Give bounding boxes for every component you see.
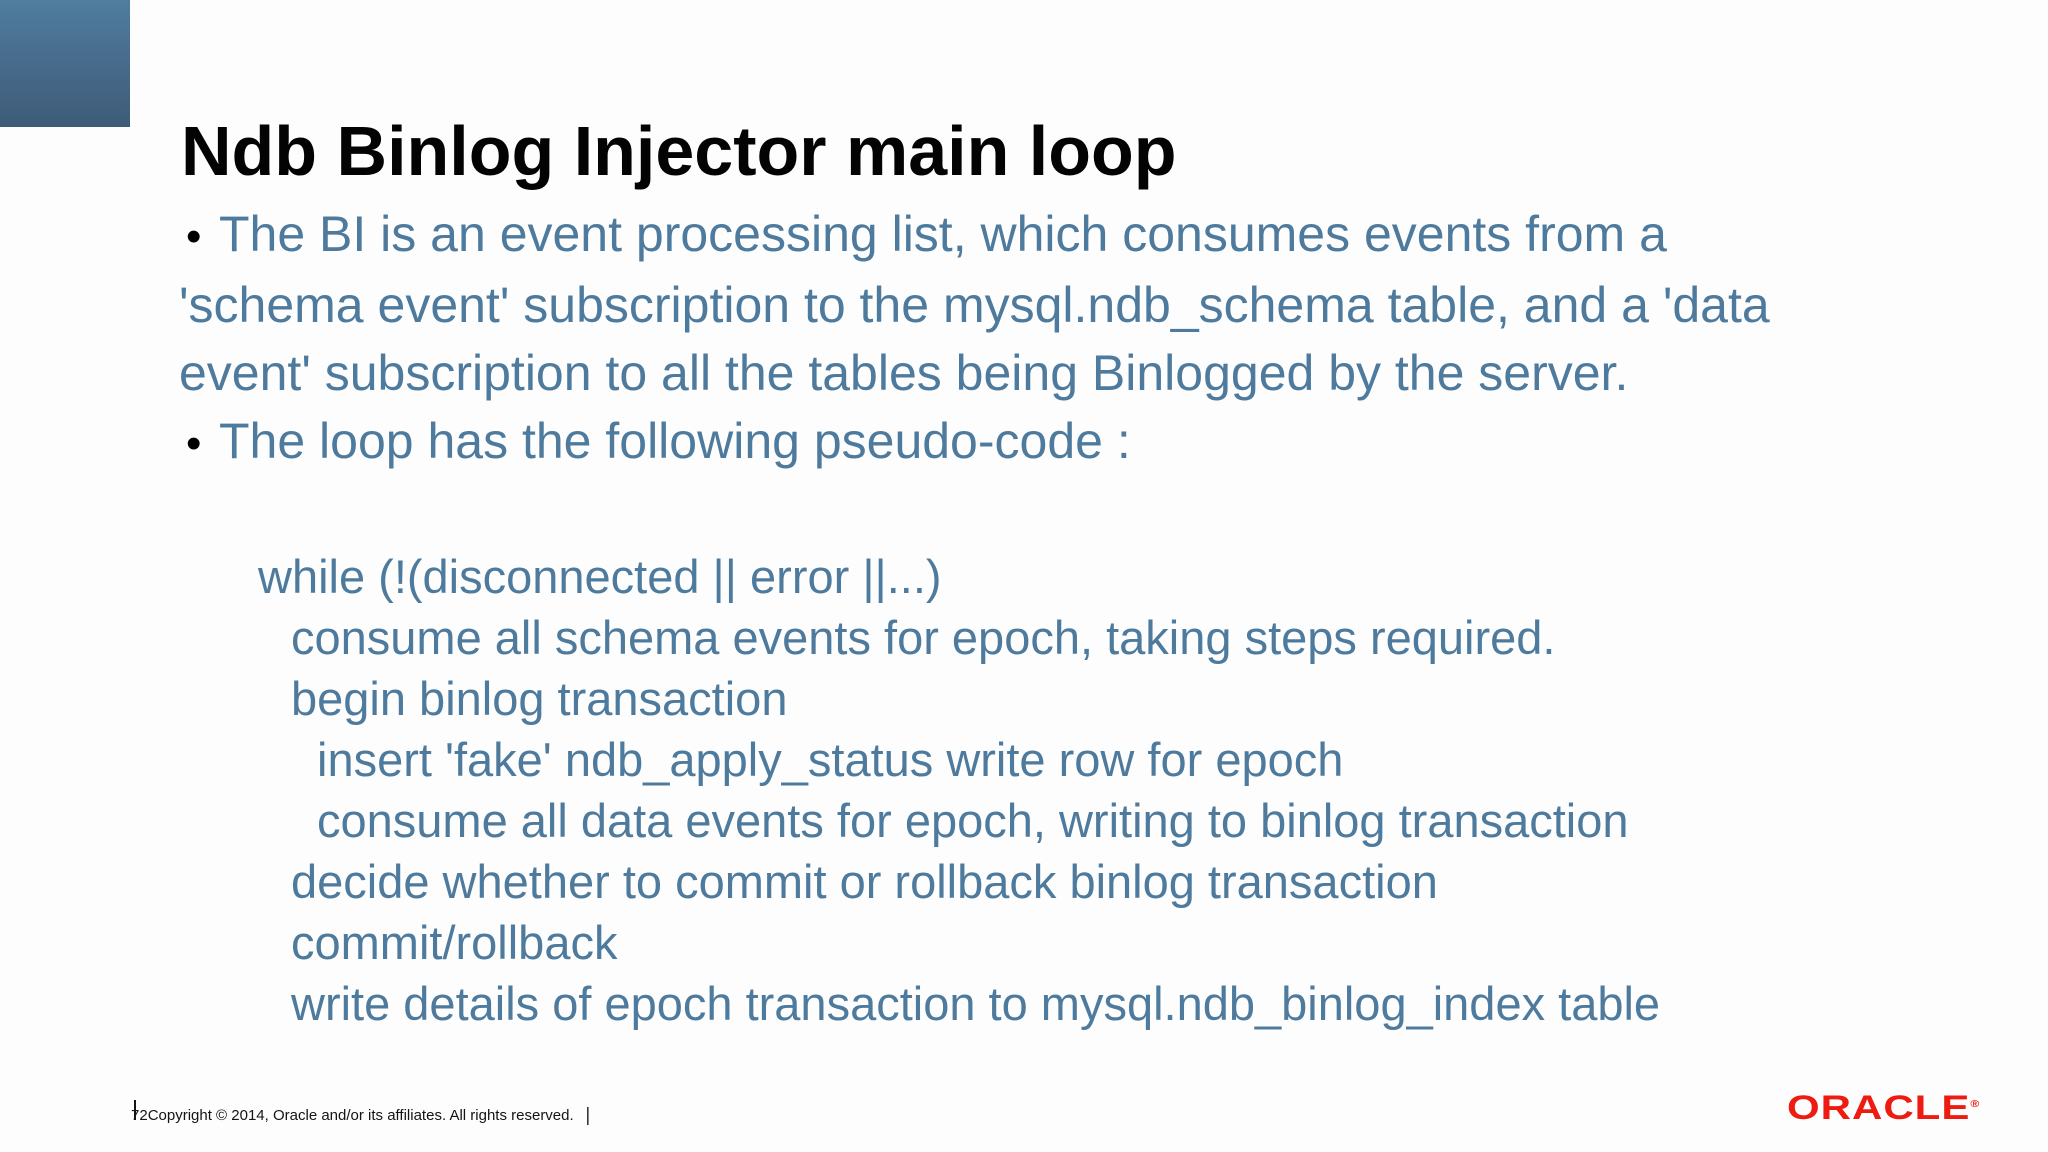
footer-separator-bar: | — [585, 1103, 591, 1126]
code-line-while: while (!(disconnected || error ||...) — [258, 550, 942, 603]
oracle-logo-text: ORACLE — [1787, 1088, 1971, 1127]
code-line-consume-schema: consume all schema events for epoch, tak… — [291, 611, 1556, 664]
pseudo-code-block: while (!(disconnected || error ||...) co… — [258, 546, 1660, 1034]
caret-mark — [134, 1100, 136, 1120]
code-line-decide-commit: decide whether to commit or rollback bin… — [291, 855, 1438, 908]
bullet-marker: • — [186, 419, 202, 468]
copyright-text: Copyright © 2014, Oracle and/or its affi… — [147, 1107, 574, 1124]
slide-page-number: 72 — [131, 1107, 148, 1124]
bullet-item-1-line-2: 'schema event' subscription to the mysql… — [179, 271, 1770, 339]
bullet-item-1-text-3: event' subscription to all the tables be… — [179, 345, 1629, 401]
code-line-write-details: write details of epoch transaction to my… — [291, 977, 1661, 1030]
code-line-consume-data: consume all data events for epoch, writi… — [317, 794, 1629, 847]
code-line-commit-rollback: commit/rollback — [291, 916, 618, 969]
bullet-item-2-line-1: • The loop has the following pseudo-code … — [179, 407, 1770, 478]
slide-title: Ndb Binlog Injector main loop — [181, 111, 1177, 190]
bullet-marker: • — [186, 212, 202, 261]
bullet-list: • The BI is an event processing list, whi… — [179, 200, 1770, 478]
bullet-item-1-line-3: event' subscription to all the tables be… — [179, 339, 1770, 407]
corner-accent-square — [0, 0, 130, 127]
bullet-item-1-text-1: The BI is an event processing list, whic… — [219, 206, 1667, 262]
code-line-begin-binlog: begin binlog transaction — [291, 672, 788, 725]
bullet-item-1-text-2: 'schema event' subscription to the mysql… — [179, 277, 1770, 333]
footer: 72Copyright © 2014, Oracle and/or its af… — [131, 1103, 591, 1126]
registered-trademark-icon: ® — [1970, 1097, 1980, 1110]
bullet-item-1-line-1: • The BI is an event processing list, whi… — [179, 200, 1770, 271]
code-line-insert-fake: insert 'fake' ndb_apply_status write row… — [317, 733, 1344, 786]
oracle-logo: ORACLE® — [1787, 1088, 1979, 1127]
bullet-item-2-text-1: The loop has the following pseudo-code : — [219, 413, 1131, 469]
